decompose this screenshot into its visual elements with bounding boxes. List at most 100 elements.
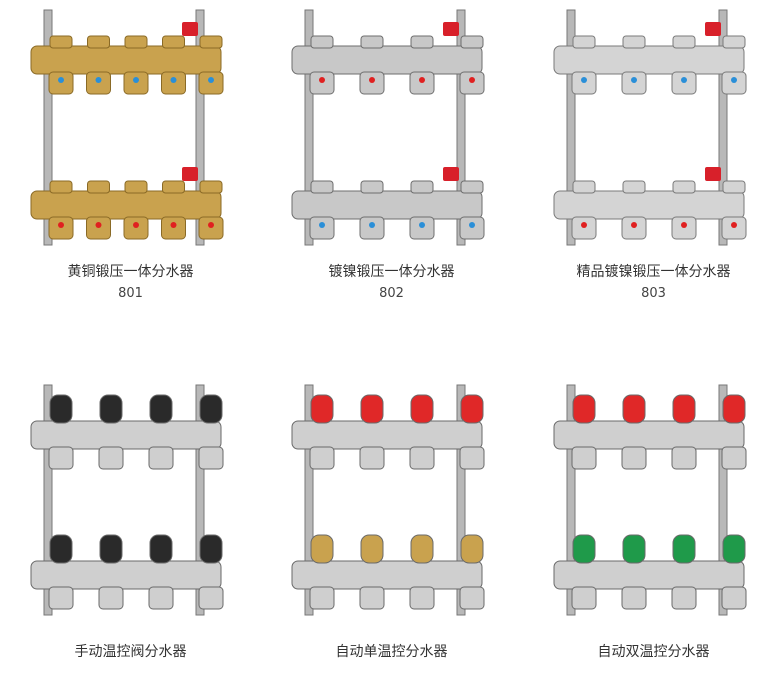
bracket bbox=[43, 9, 52, 246]
product-image[interactable] bbox=[277, 0, 507, 255]
manifold-bar bbox=[291, 45, 482, 75]
bracket bbox=[456, 384, 465, 616]
valve-cap bbox=[310, 180, 333, 194]
valve-cap bbox=[199, 35, 222, 49]
valve-cap bbox=[672, 35, 695, 49]
port-indicator bbox=[57, 452, 64, 458]
product-image[interactable] bbox=[16, 375, 246, 625]
port-indicator bbox=[57, 222, 64, 228]
product-card-803[interactable]: 精品镀镍锻压一体分水器 803 bbox=[523, 0, 784, 303]
port-indicator bbox=[207, 222, 214, 228]
port-indicator bbox=[580, 222, 587, 228]
valve-cap bbox=[86, 180, 110, 194]
port-indicator bbox=[630, 77, 637, 83]
port-indicator bbox=[95, 222, 101, 228]
port-indicator bbox=[680, 592, 687, 598]
vent-handle bbox=[442, 22, 459, 36]
bracket bbox=[195, 9, 204, 246]
valve-cap bbox=[410, 534, 433, 564]
manifold-bar bbox=[30, 45, 221, 75]
valve-cap bbox=[99, 394, 122, 424]
product-card-801[interactable]: 黄铜锻压一体分水器 801 bbox=[0, 0, 261, 303]
port-indicator bbox=[730, 77, 737, 83]
valve-cap bbox=[460, 180, 483, 194]
port-indicator bbox=[207, 592, 214, 598]
valve-cap bbox=[149, 394, 172, 424]
port-indicator bbox=[418, 592, 425, 598]
product-image[interactable] bbox=[277, 375, 507, 625]
valve-cap bbox=[49, 534, 72, 564]
valve-cap bbox=[124, 35, 147, 49]
valve-cap bbox=[622, 35, 645, 49]
port-indicator bbox=[418, 452, 425, 458]
port-indicator bbox=[368, 222, 375, 228]
valve-cap bbox=[410, 35, 433, 49]
product-image[interactable] bbox=[539, 375, 769, 625]
bracket bbox=[718, 384, 727, 616]
product-code: 801 bbox=[118, 286, 143, 301]
manifold-bar bbox=[291, 190, 482, 220]
port-indicator bbox=[730, 222, 737, 228]
valve-cap bbox=[410, 394, 433, 424]
port-indicator bbox=[207, 77, 214, 83]
bracket bbox=[304, 384, 313, 616]
product-card-auto-single[interactable]: 自动单温控分水器 bbox=[261, 375, 522, 661]
valve-cap bbox=[49, 180, 72, 194]
bracket bbox=[566, 9, 575, 246]
product-name[interactable]: 自动单温控分水器 bbox=[335, 644, 448, 660]
valve-cap bbox=[722, 180, 745, 194]
bracket bbox=[43, 384, 52, 616]
product-image[interactable] bbox=[539, 0, 769, 255]
port-indicator bbox=[368, 452, 375, 458]
product-name[interactable]: 镀镍锻压一体分水器 bbox=[328, 264, 455, 280]
valve-cap bbox=[161, 180, 185, 194]
port-indicator bbox=[730, 592, 737, 598]
product-image[interactable] bbox=[16, 0, 246, 255]
product-name[interactable]: 精品镀镍锻压一体分水器 bbox=[576, 264, 731, 280]
port-indicator bbox=[580, 592, 587, 598]
valve-cap bbox=[124, 180, 147, 194]
port-indicator bbox=[318, 77, 325, 83]
port-indicator bbox=[107, 452, 114, 458]
valve-cap bbox=[460, 394, 483, 424]
manifold-bar bbox=[30, 560, 221, 590]
product-card-manual-thermo[interactable]: 手动温控阀分水器 bbox=[0, 375, 261, 661]
port-indicator bbox=[680, 77, 687, 83]
valve-cap bbox=[86, 35, 110, 49]
manifold-bar bbox=[291, 420, 482, 450]
bracket bbox=[304, 9, 313, 246]
product-name[interactable]: 手动温控阀分水器 bbox=[74, 644, 187, 660]
bracket bbox=[566, 384, 575, 616]
manifold-bar bbox=[553, 420, 744, 450]
bracket bbox=[718, 9, 727, 246]
port-indicator bbox=[468, 77, 475, 83]
manifold-bar bbox=[291, 560, 482, 590]
port-indicator bbox=[318, 452, 325, 458]
port-indicator bbox=[368, 77, 375, 83]
port-indicator bbox=[468, 222, 475, 228]
valve-cap bbox=[99, 534, 122, 564]
port-indicator bbox=[132, 222, 139, 228]
valve-cap bbox=[360, 534, 383, 564]
port-indicator bbox=[630, 592, 637, 598]
port-indicator bbox=[468, 452, 475, 458]
port-indicator bbox=[318, 222, 325, 228]
valve-cap bbox=[572, 180, 595, 194]
manifold-bar bbox=[553, 45, 744, 75]
product-name[interactable]: 自动双温控分水器 bbox=[597, 644, 710, 660]
manifold-bar bbox=[553, 560, 744, 590]
valve-cap bbox=[672, 534, 695, 564]
valve-cap bbox=[572, 394, 595, 424]
valve-cap bbox=[622, 394, 645, 424]
vent-handle bbox=[181, 167, 198, 181]
valve-cap bbox=[49, 35, 72, 49]
valve-cap bbox=[199, 394, 222, 424]
valve-cap bbox=[149, 534, 172, 564]
port-indicator bbox=[157, 452, 164, 458]
valve-cap bbox=[310, 534, 333, 564]
valve-cap bbox=[199, 180, 222, 194]
product-card-auto-double[interactable]: 自动双温控分水器 bbox=[523, 375, 784, 661]
valve-cap bbox=[722, 35, 745, 49]
product-name[interactable]: 黄铜锻压一体分水器 bbox=[67, 264, 194, 280]
product-card-802[interactable]: 镀镍锻压一体分水器 802 bbox=[261, 0, 522, 303]
